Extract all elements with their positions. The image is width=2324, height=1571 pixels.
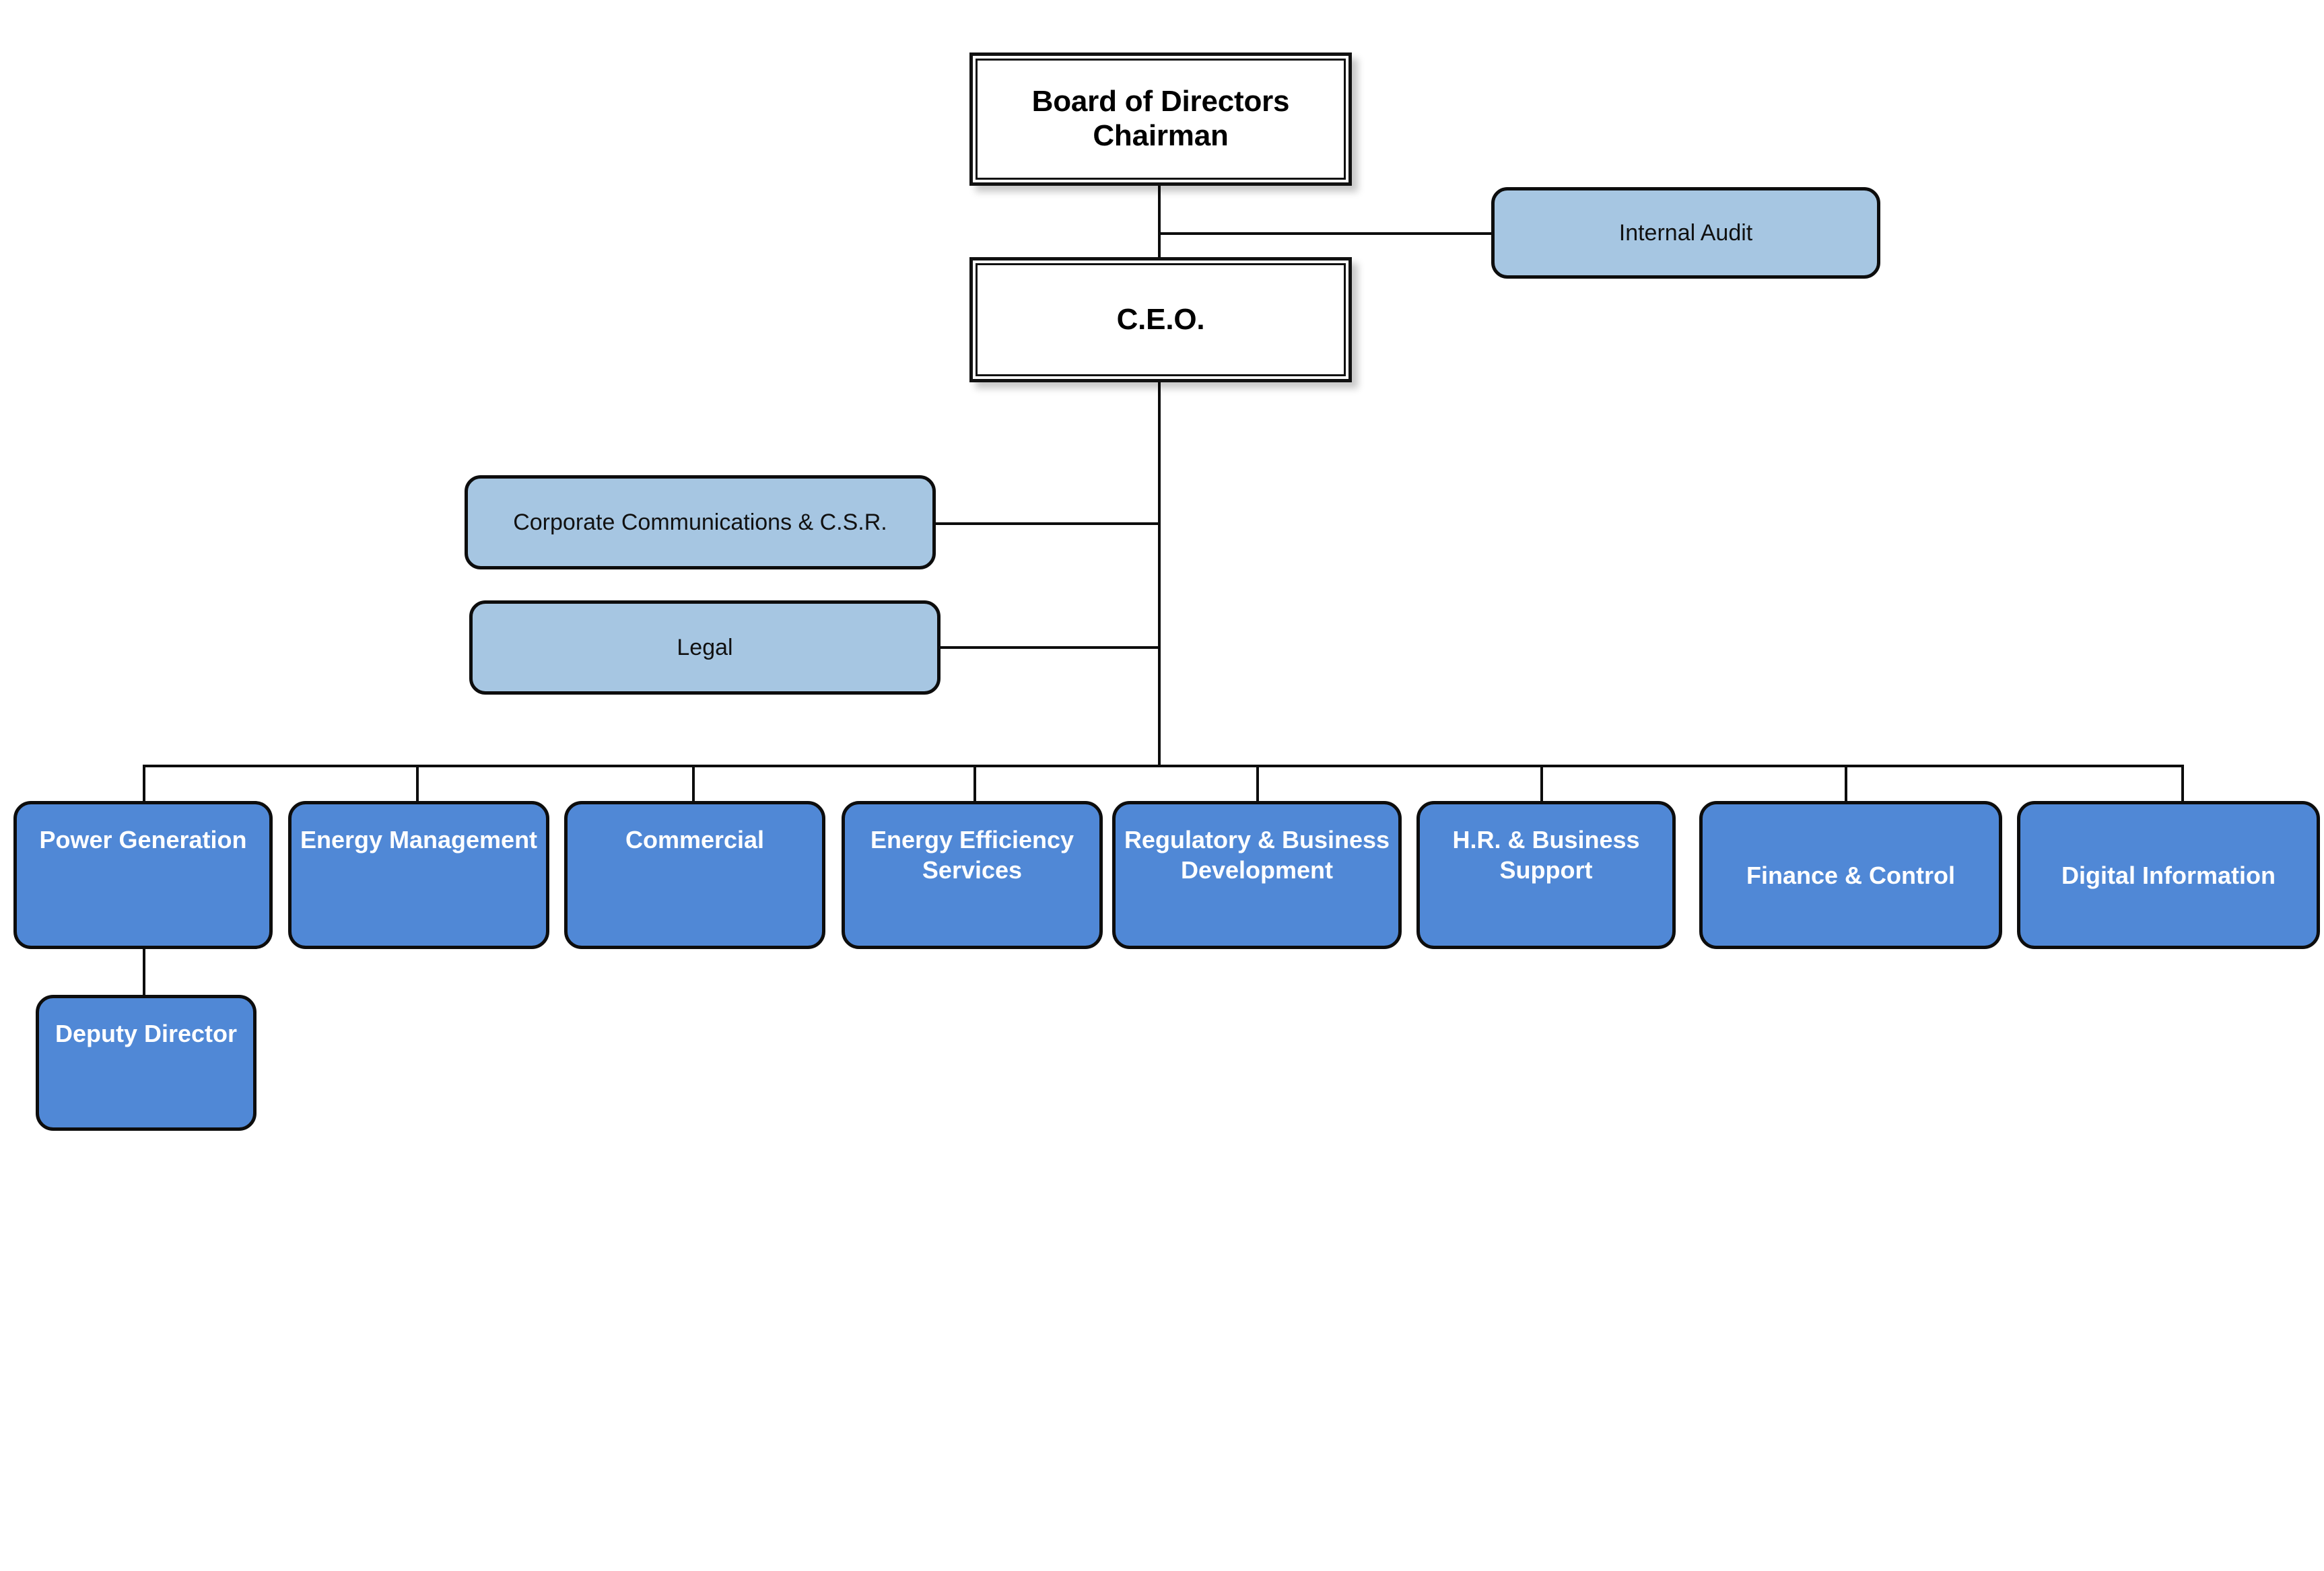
connector-drop-commercial xyxy=(692,765,695,823)
hr-line-1: H.R. & Business xyxy=(1452,826,1640,853)
connector-drop-regulatory-business-development xyxy=(1256,765,1259,823)
board-line-2: Chairman xyxy=(1093,119,1229,152)
connector-drop-power-generation xyxy=(143,765,145,823)
regulatory-line-1: Regulatory & Business xyxy=(1124,826,1390,853)
energy-efficiency-services-label: Energy Efficiency Services xyxy=(845,825,1099,885)
ceo-label: C.E.O. xyxy=(1116,302,1205,336)
power-generation-label: Power Generation xyxy=(39,826,247,853)
connector-ceo-to-corporate-communications xyxy=(934,522,1161,525)
energy-efficiency-line-2: Services xyxy=(922,856,1023,884)
connector-drop-finance-control xyxy=(1845,765,1847,823)
board-line-1: Board of Directors xyxy=(1031,85,1290,118)
connector-drop-hr-business-support xyxy=(1540,765,1543,823)
box-corporate-communications-csr[interactable]: Corporate Communications & C.S.R. xyxy=(465,475,936,569)
connector-ceo-to-internal-audit xyxy=(1158,232,1495,235)
box-energy-efficiency-services[interactable]: Energy Efficiency Services xyxy=(842,801,1103,949)
connector-drop-energy-management xyxy=(416,765,419,823)
box-deputy-director[interactable]: Deputy Director xyxy=(36,995,257,1131)
regulatory-business-development-label: Regulatory & Business Development xyxy=(1116,825,1398,885)
connector-drop-digital-information xyxy=(2181,765,2184,823)
box-power-generation[interactable]: Power Generation xyxy=(13,801,273,949)
internal-audit-label: Internal Audit xyxy=(1618,219,1753,246)
connector-ceo-to-legal xyxy=(939,646,1161,649)
connector-drop-energy-efficiency-services xyxy=(973,765,976,823)
digital-information-label: Digital Information xyxy=(2061,861,2276,889)
box-commercial[interactable]: Commercial xyxy=(564,801,825,949)
box-hr-business-support[interactable]: H.R. & Business Support xyxy=(1416,801,1676,949)
connector-board-to-ceo xyxy=(1158,186,1161,260)
box-digital-information[interactable]: Digital Information xyxy=(2017,801,2320,949)
box-regulatory-business-development[interactable]: Regulatory & Business Development xyxy=(1112,801,1402,949)
legal-label: Legal xyxy=(677,634,733,660)
box-legal[interactable]: Legal xyxy=(469,600,941,695)
box-internal-audit[interactable]: Internal Audit xyxy=(1491,187,1880,279)
energy-efficiency-line-1: Energy Efficiency xyxy=(870,826,1074,853)
box-ceo[interactable]: C.E.O. xyxy=(969,257,1352,382)
board-of-directors-label: Board of Directors Chairman xyxy=(973,85,1348,153)
connector-ceo-trunk xyxy=(1158,377,1161,766)
box-board-of-directors[interactable]: Board of Directors Chairman xyxy=(969,53,1352,186)
hr-line-2: Support xyxy=(1499,856,1593,884)
box-finance-control[interactable]: Finance & Control xyxy=(1699,801,2002,949)
connector-division-bus xyxy=(143,765,2184,767)
box-energy-management[interactable]: Energy Management xyxy=(288,801,549,949)
regulatory-line-2: Development xyxy=(1180,856,1334,884)
hr-business-support-label: H.R. & Business Support xyxy=(1420,825,1672,885)
deputy-director-label: Deputy Director xyxy=(55,1020,238,1047)
corporate-communications-label: Corporate Communications & C.S.R. xyxy=(513,509,887,535)
finance-control-label: Finance & Control xyxy=(1746,861,1955,889)
connector-power-generation-to-deputy-director xyxy=(143,949,145,998)
energy-management-label: Energy Management xyxy=(300,826,538,853)
commercial-label: Commercial xyxy=(625,826,765,853)
